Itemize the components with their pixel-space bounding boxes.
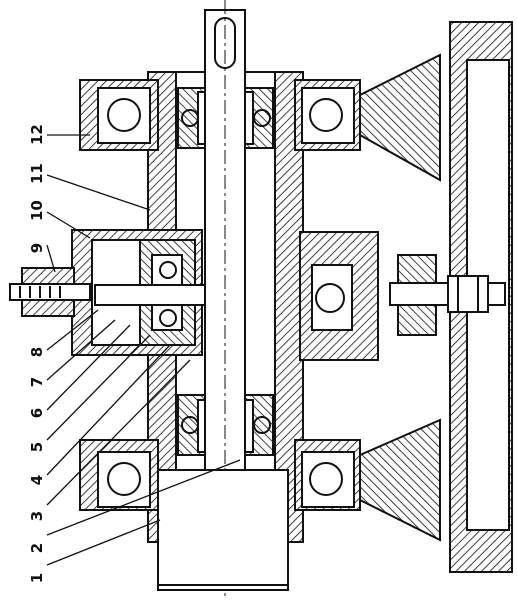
callout-1: 1 <box>28 572 46 584</box>
callout-5: 5 <box>28 441 46 453</box>
center-gear-block-left <box>71 229 206 356</box>
callout-3: 3 <box>28 510 46 522</box>
center-gear-block-right <box>299 231 379 361</box>
ball-bearing-upper-left <box>97 87 151 144</box>
lower-support-arm <box>359 418 441 542</box>
callout-10: 10 <box>28 200 46 221</box>
callout-6: 6 <box>28 407 46 419</box>
upper-support-arm <box>359 53 441 182</box>
mounting-bolt-right <box>389 254 506 336</box>
ball-bearing-lower-right <box>301 451 355 508</box>
callout-7: 7 <box>28 376 46 388</box>
callout-11: 11 <box>28 163 46 184</box>
callout-4: 4 <box>28 474 46 486</box>
callout-9: 9 <box>28 242 46 254</box>
callout-2: 2 <box>28 542 46 554</box>
callout-leader-lines <box>46 134 241 566</box>
callout-12: 12 <box>28 124 46 145</box>
adjustment-screw-left <box>9 267 91 317</box>
ball-bearing-upper-right <box>301 87 355 144</box>
ball-bearing-lower-left <box>97 451 151 508</box>
shaft-collar <box>157 469 289 591</box>
main-shaft <box>204 0 246 600</box>
callout-8: 8 <box>28 346 46 358</box>
